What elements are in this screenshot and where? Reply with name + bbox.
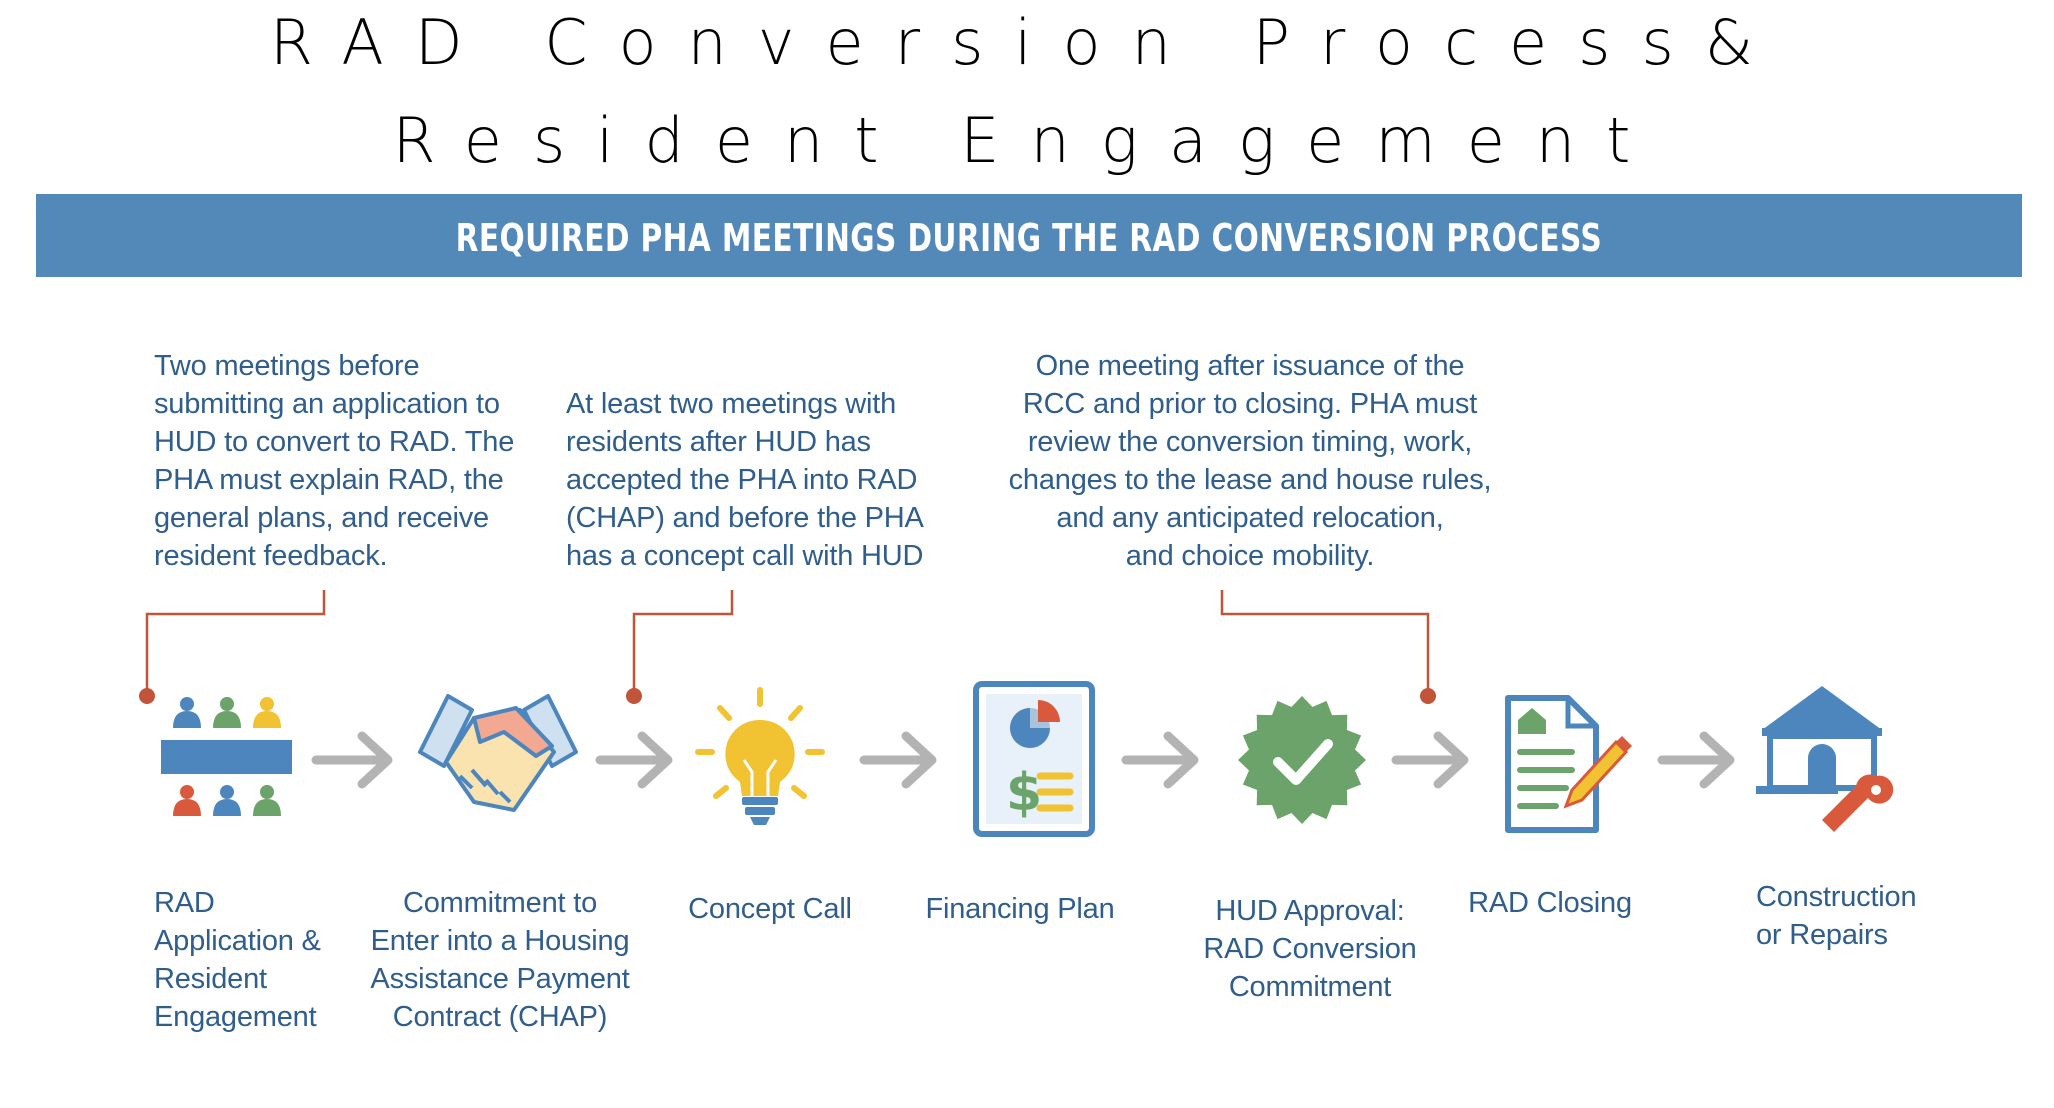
flow-arrow-2 — [595, 731, 673, 789]
connector-dot-chap — [626, 688, 642, 704]
approval-seal-icon — [1238, 696, 1366, 824]
step-label-construction: Construction or Repairs — [1756, 881, 1917, 951]
closing-document-icon — [1505, 695, 1632, 833]
handshake-icon — [418, 694, 578, 812]
step-label-financing-plan: Financing Plan — [925, 893, 1115, 925]
svg-text:$: $ — [1006, 763, 1042, 823]
connector-application — [145, 590, 326, 693]
connector-chap — [632, 590, 734, 693]
step-label-rad-application: RAD Application & Resident Engagement — [154, 887, 321, 1033]
step-label-hud-approval: HUD Approval: RAD Conversion Commitment — [1203, 895, 1417, 1003]
flow-arrow-3 — [859, 731, 937, 789]
meeting-note-chap: At least two meetings with residents aft… — [566, 388, 924, 572]
step-label-rad-closing: RAD Closing — [1468, 887, 1632, 919]
financing-document-icon: $ — [973, 681, 1095, 837]
section-banner: REQUIRED PHA MEETINGS DURING THE RAD CON… — [36, 194, 2022, 277]
meeting-table-icon — [161, 697, 292, 816]
meeting-note-application: Two meetings before submitting an applic… — [154, 350, 515, 572]
step-label-concept-call: Concept Call — [688, 893, 852, 925]
house-wrench-icon — [1756, 686, 1894, 832]
meeting-note-closing: One meeting after issuance of the RCC an… — [1008, 350, 1492, 572]
connector-dot-closing — [1420, 688, 1436, 704]
flow-arrow-4 — [1121, 731, 1199, 789]
connector-dot-application — [139, 688, 155, 704]
connector-closing — [1220, 590, 1430, 693]
step-label-chap: Commitment to Enter into a Housing Assis… — [370, 887, 630, 1033]
flow-arrow-1 — [311, 731, 393, 789]
banner-text: REQUIRED PHA MEETINGS DURING THE RAD CON… — [455, 215, 1603, 260]
flow-arrow-6 — [1657, 731, 1735, 789]
lightbulb-icon — [695, 687, 825, 825]
page-title-line-2: Resident Engagement — [392, 104, 1662, 177]
page-title-line-1: RAD Conversion Process& — [269, 6, 1785, 79]
flow-arrow-5 — [1391, 731, 1469, 789]
